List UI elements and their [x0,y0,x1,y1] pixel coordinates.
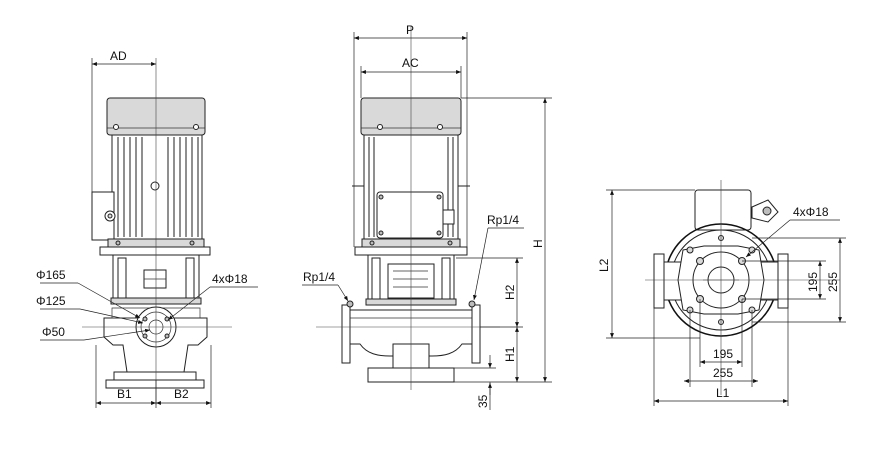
label-h1: H1 [503,346,517,362]
label-v255: 255 [826,272,840,292]
label-p: P [406,23,414,37]
label-h255: 255 [713,366,733,380]
label-h: H [531,239,545,248]
label-l2: L2 [597,258,611,272]
label-holes-right: 4xΦ18 [793,205,829,219]
cooling-fins [117,137,199,237]
label-ad: AD [110,49,127,63]
side-view: AD Φ165 Φ125 Φ50 4xΦ18 B1 B2 [36,49,258,408]
label-rp-left: Rp1/4 [303,270,335,284]
label-ac: AC [402,56,419,70]
label-v195: 195 [806,272,820,292]
label-phi165: Φ165 [36,268,66,282]
terminal-box-front [376,191,444,239]
label-phi50: Φ50 [42,325,65,339]
base-plate [113,371,197,381]
label-h2: H2 [503,284,517,300]
front-view: P AC H H2 H1 35 Rp1/4 Rp1/4 [302,23,552,410]
label-35: 35 [476,394,490,408]
label-holes-left: 4xΦ18 [212,272,248,286]
top-view: L2 L1 195 255 195 255 4xΦ18 [597,180,846,406]
label-b1: B1 [117,387,132,401]
label-b2: B2 [174,387,189,401]
label-l1: L1 [716,386,730,400]
label-h195: 195 [713,347,733,361]
label-rp-right: Rp1/4 [487,213,519,227]
label-phi125: Φ125 [36,294,66,308]
